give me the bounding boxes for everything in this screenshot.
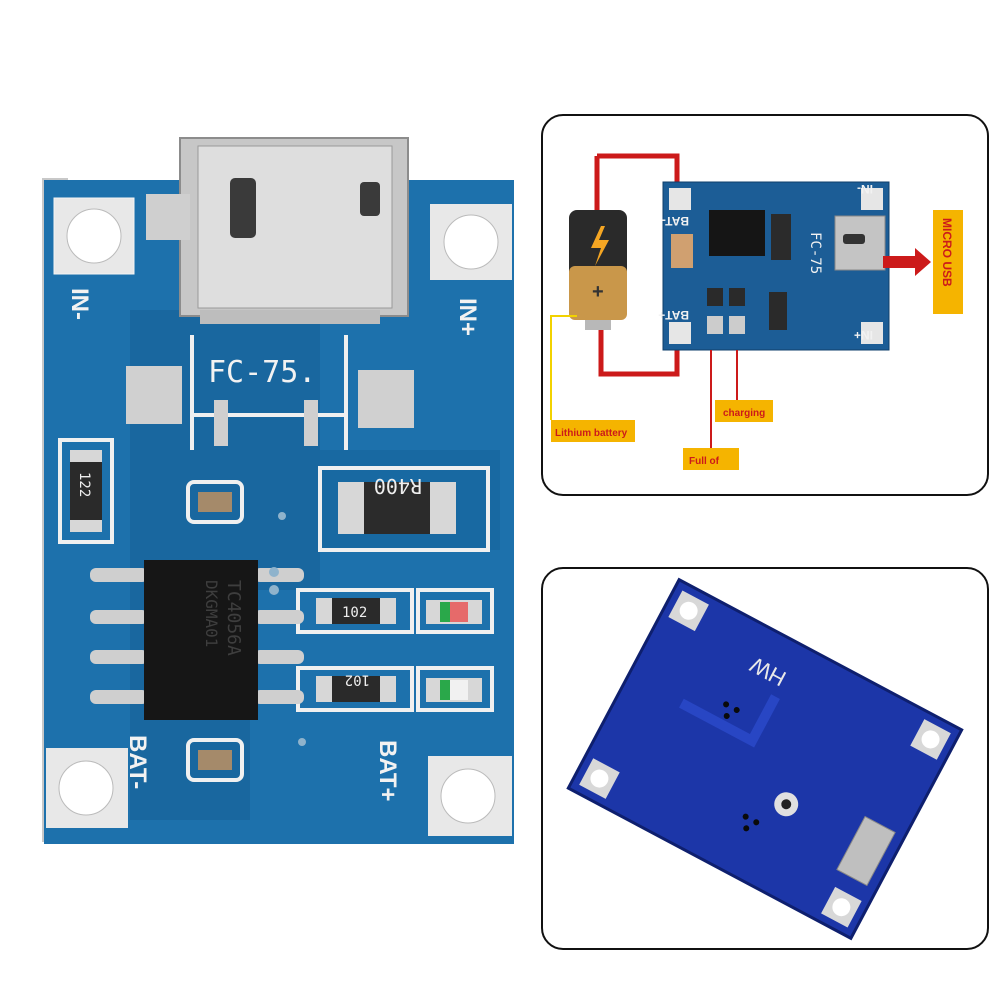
- micro-usb-label: MICRO USB: [940, 218, 954, 287]
- diagram-silk-bat-minus: BAT-: [662, 214, 689, 228]
- mount-hole-top-right: [430, 204, 512, 280]
- micro-usb-connector: [146, 137, 409, 324]
- resistor-102-b: 102: [316, 671, 396, 702]
- wiring-diagram-panel: + IN- IN+ BAT- BAT+ FC-75: [541, 114, 989, 496]
- resistor-r400: R400: [338, 474, 456, 534]
- diagram-silk-in-minus: IN-: [857, 182, 873, 196]
- full-of-label: Full of: [689, 456, 720, 467]
- charger-ic: TC4056A DKGMA01: [90, 560, 304, 720]
- inductor-pad-right: [358, 370, 414, 428]
- silk-bat-plus: BAT+: [374, 740, 401, 802]
- mount-hole-top-left: [53, 197, 135, 275]
- diagram-board: IN- IN+ BAT- BAT+ FC-75: [658, 181, 890, 351]
- mount-hole-bottom-left: [46, 748, 128, 828]
- diagram-silk-model: FC-75: [807, 232, 823, 274]
- back-usb-connector: [836, 815, 896, 887]
- battery-icon: +: [569, 210, 627, 330]
- silk-model: FC-75.: [208, 355, 316, 390]
- silk-in-minus: IN-: [66, 288, 93, 320]
- led-green: [426, 678, 482, 702]
- back-pcb: HW: [566, 577, 964, 941]
- lithium-battery-label-box: [551, 420, 635, 442]
- svg-text:102: 102: [345, 671, 370, 687]
- svg-text:+: +: [592, 281, 604, 303]
- back-board-panel: HW: [541, 567, 989, 950]
- resistor-102-a: 102: [316, 598, 396, 624]
- charging-label: charging: [723, 408, 765, 419]
- silk-in-plus: IN+: [454, 298, 481, 336]
- usb-arrow: [883, 248, 931, 276]
- resistor-122: 122: [70, 450, 102, 532]
- capacitor-bottom: [198, 750, 232, 770]
- mount-hole-bottom-right: [428, 756, 512, 836]
- diagram-silk-bat-plus: BAT+: [658, 308, 689, 322]
- wire-positive: [597, 153, 680, 186]
- svg-text:102: 102: [342, 605, 367, 621]
- inductor-pad-left: [126, 366, 182, 424]
- micro-usb-label-box: [933, 210, 963, 314]
- svg-text:DKGMA01: DKGMA01: [202, 580, 221, 647]
- lithium-battery-label: Lithium battery: [555, 428, 628, 439]
- charging-label-box: [715, 400, 773, 422]
- diagram-silk-in-plus: IN+: [854, 328, 873, 342]
- main-board-photo: IN- IN+ BAT- BAT+ FC-75. 122: [20, 120, 540, 1000]
- full-of-label-box: [683, 448, 739, 470]
- led-red: [426, 600, 482, 624]
- capacitor-top: [198, 492, 232, 512]
- silk-bat-minus: BAT-: [124, 735, 151, 789]
- svg-text:TC4056A: TC4056A: [223, 580, 244, 656]
- svg-text:R400: R400: [374, 474, 422, 498]
- svg-text:122: 122: [76, 472, 92, 497]
